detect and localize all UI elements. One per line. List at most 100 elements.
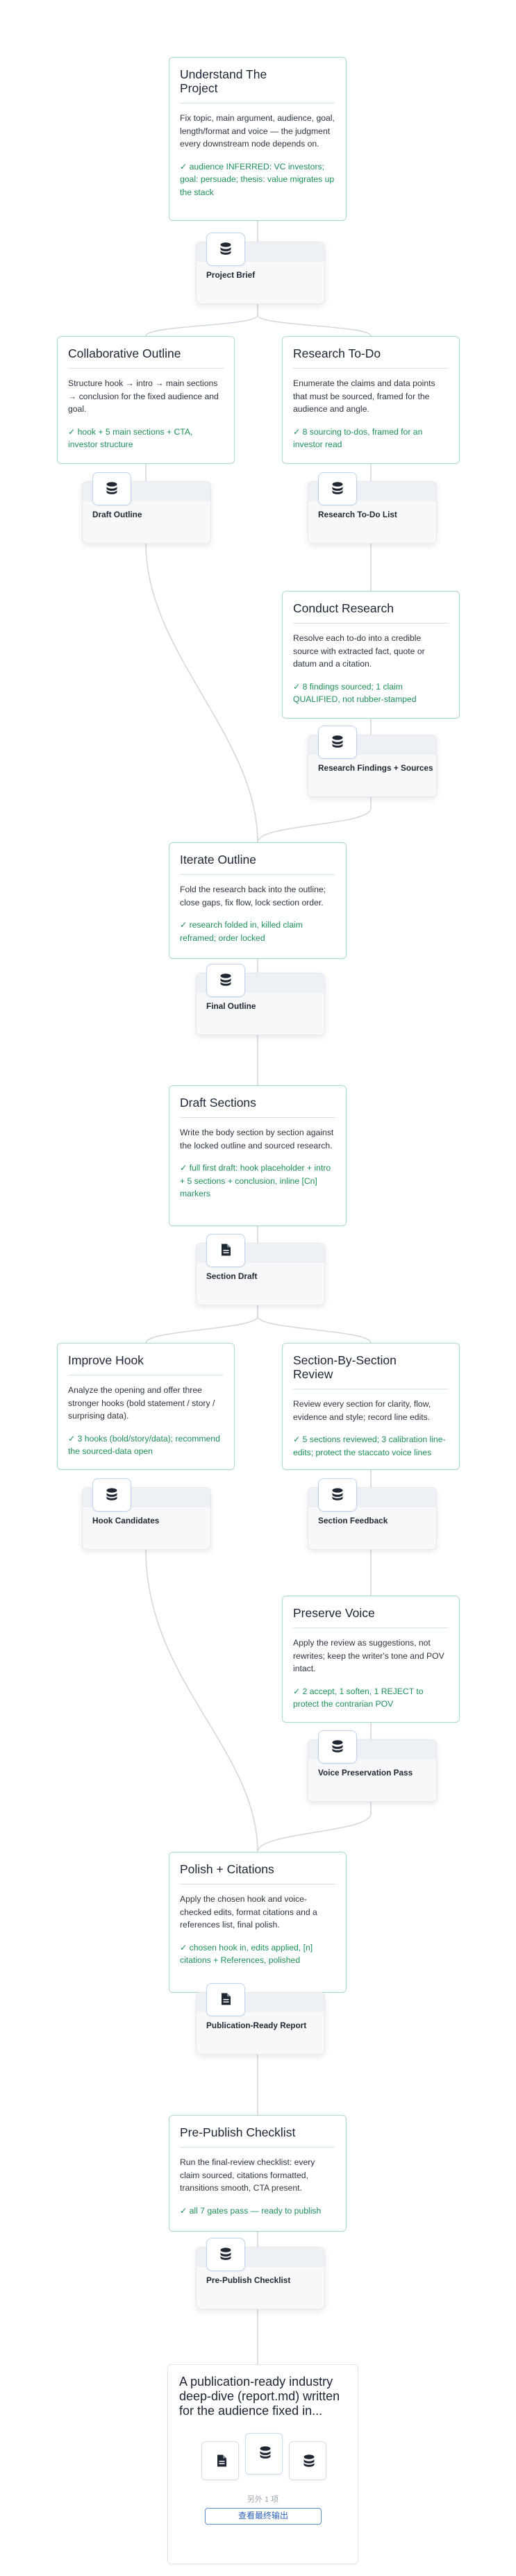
step-result: ✓ 8 findings sourced; 1 claim QUALIFIED,… xyxy=(293,681,417,705)
artifact-project-brief[interactable]: Project Brief xyxy=(196,233,325,304)
step-description: Fix topic, main argument, audience, goal… xyxy=(180,113,335,149)
step-result: ✓ hook + 5 main sections + CTA, investor… xyxy=(68,426,193,450)
database-icon xyxy=(206,2238,245,2271)
artifact-label: Pre-Publish Checklist xyxy=(206,2275,291,2285)
step-result: ✓ 5 sections reviewed; 3 calibration lin… xyxy=(293,1435,446,1457)
artifact-section-draft[interactable]: Section Draft xyxy=(196,1234,325,1305)
step-description: Analyze the opening and offer three stro… xyxy=(68,1385,215,1421)
step-result: ✓ 8 sourcing to-dos, framed for an inves… xyxy=(293,426,423,450)
step-description: Structure hook → intro → main sections →… xyxy=(68,378,219,414)
step-description: Fold the research back into the outline;… xyxy=(180,885,326,908)
artifact-research-findings[interactable]: Research Findings + Sources xyxy=(308,726,437,797)
step-result: ✓ full first draft: hook placeholder + i… xyxy=(180,1163,331,1198)
step-description: Apply the review as suggestions, not rew… xyxy=(293,1638,444,1673)
step-description: Enumerate the claims and data points tha… xyxy=(293,378,435,414)
step-title: Pre-Publish Checklist xyxy=(180,2125,296,2139)
output-files xyxy=(196,2433,332,2486)
artifact-label: Voice Preservation Pass xyxy=(318,1768,413,1778)
database-icon xyxy=(318,1478,357,1512)
database-icon xyxy=(206,233,245,266)
database-icon xyxy=(318,726,357,759)
step-title: Improve Hook xyxy=(68,1353,144,1367)
step-result: ✓ 3 hooks (bold/story/data); recommend t… xyxy=(68,1433,220,1457)
connector-line xyxy=(145,1305,258,1344)
step-result: ✓ all 7 gates pass — ready to publish xyxy=(180,2205,322,2216)
step-description: Review every section for clarity, flow, … xyxy=(293,1399,431,1422)
final-output-title: A publication-ready industry deep-dive (… xyxy=(179,2375,340,2418)
artifact-label: Project Brief xyxy=(206,270,256,280)
document-icon xyxy=(206,1234,245,1267)
artifact-hook-candidates[interactable]: Hook Candidates xyxy=(82,1478,211,1550)
document-icon[interactable] xyxy=(201,2441,239,2480)
step-title: Draft Sections xyxy=(180,1096,256,1110)
artifact-label: Draft Outline xyxy=(92,510,142,519)
step-description: Resolve each to-do into a credible sourc… xyxy=(293,633,425,669)
step-understand-project[interactable]: Understand The Project Fix topic, main a… xyxy=(169,57,347,221)
step-result: ✓ chosen hook in, edits applied, [n] cit… xyxy=(180,1942,313,1966)
database-icon xyxy=(92,1478,131,1512)
database-icon xyxy=(318,472,357,505)
database-icon xyxy=(318,1730,357,1764)
artifact-label: Section Feedback xyxy=(318,1516,388,1525)
step-title: Section-By-Section Review xyxy=(293,1353,397,1381)
divider xyxy=(293,623,449,624)
step-iterate-outline[interactable]: Iterate Outline Fold the research back i… xyxy=(169,842,347,959)
divider xyxy=(180,874,335,875)
more-items-count: 另外 1 项 xyxy=(247,2495,279,2504)
step-title: Preserve Voice xyxy=(293,1606,375,1620)
artifact-label: Final Outline xyxy=(206,1001,256,1011)
artifact-draft-outline[interactable]: Draft Outline xyxy=(82,472,211,544)
artifact-pre-publish-checklist[interactable]: Pre-Publish Checklist xyxy=(196,2238,325,2309)
divider xyxy=(293,368,449,369)
connector-line xyxy=(257,304,372,337)
step-title: Iterate Outline xyxy=(180,853,256,867)
step-collaborative-outline[interactable]: Collaborative Outline Structure hook → i… xyxy=(57,336,235,464)
divider xyxy=(180,2147,335,2148)
step-result: ✓ 2 accept, 1 soften, 1 REJECT to protec… xyxy=(293,1686,424,1709)
connector-line xyxy=(145,543,258,843)
connector-line xyxy=(257,1305,372,1344)
step-title: Polish + Citations xyxy=(180,1862,274,1876)
step-preserve-voice[interactable]: Preserve Voice Apply the review as sugge… xyxy=(282,1596,460,1723)
artifact-publication-ready-report[interactable]: Publication-Ready Report xyxy=(196,1983,325,2055)
step-title: Understand The Project xyxy=(180,67,267,95)
artifact-section-feedback[interactable]: Section Feedback xyxy=(308,1478,437,1550)
step-section-review[interactable]: Section-By-Section Review Review every s… xyxy=(282,1343,460,1470)
final-output-card[interactable]: A publication-ready industry deep-dive (… xyxy=(167,2364,358,2564)
connector-line xyxy=(145,304,258,337)
step-title: Research To-Do xyxy=(293,346,381,360)
step-draft-sections[interactable]: Draft Sections Write the body section by… xyxy=(169,1085,347,1226)
step-description: Write the body section by section agains… xyxy=(180,1128,334,1151)
step-result: ✓ research folded in, killed claim refra… xyxy=(180,920,303,943)
artifact-label: Section Draft xyxy=(206,1271,258,1281)
step-polish-citations[interactable]: Polish + Citations Apply the chosen hook… xyxy=(169,1852,347,1993)
artifact-label: Hook Candidates xyxy=(92,1516,160,1525)
artifact-label: Research Findings + Sources xyxy=(318,763,433,773)
connector-line xyxy=(257,1802,372,1852)
document-icon xyxy=(206,1983,245,2016)
step-result: ✓ audience INFERRED: VC investors; goal:… xyxy=(180,161,335,197)
step-pre-publish-checklist[interactable]: Pre-Publish Checklist Run the final-revi… xyxy=(169,2115,347,2232)
step-conduct-research[interactable]: Conduct Research Resolve each to-do into… xyxy=(282,591,460,719)
artifact-research-todo-list[interactable]: Research To-Do List xyxy=(308,472,437,544)
step-description: Apply the chosen hook and voice-checked … xyxy=(180,1894,317,1930)
step-research-todo[interactable]: Research To-Do Enumerate the claims and … xyxy=(282,336,460,464)
database-icon[interactable] xyxy=(289,2441,326,2480)
step-improve-hook[interactable]: Improve Hook Analyze the opening and off… xyxy=(57,1343,235,1470)
connector-line xyxy=(145,1549,258,1852)
artifact-label: Publication-Ready Report xyxy=(206,2021,307,2030)
step-title: Conduct Research xyxy=(293,601,394,615)
database-icon xyxy=(92,472,131,505)
divider xyxy=(68,368,224,369)
step-title: Collaborative Outline xyxy=(68,346,181,360)
database-icon xyxy=(206,964,245,997)
view-final-output-button[interactable]: 查看最终输出 xyxy=(205,2508,322,2525)
database-icon[interactable] xyxy=(245,2433,283,2475)
divider xyxy=(180,1117,335,1118)
artifact-label: Research To-Do List xyxy=(318,510,397,519)
artifact-final-outline[interactable]: Final Outline xyxy=(196,964,325,1035)
connector-line xyxy=(257,797,372,843)
step-description: Run the final-review checklist: every cl… xyxy=(180,2157,315,2193)
artifact-voice-preservation[interactable]: Voice Preservation Pass xyxy=(308,1730,437,1802)
